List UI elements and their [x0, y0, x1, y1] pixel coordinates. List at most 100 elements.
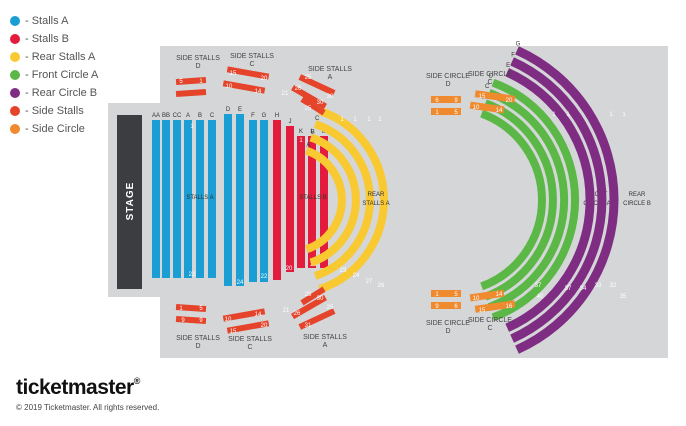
rear-stalls-a-row[interactable] — [305, 146, 346, 254]
side-stalls-block[interactable] — [300, 96, 326, 116]
side-circle-block[interactable] — [474, 90, 516, 103]
side-stalls-seat-number: 31 — [305, 323, 312, 329]
legend-item-rear-stalls-a[interactable]: - Rear Stalls A — [10, 48, 98, 66]
stalls-a-row[interactable] — [236, 114, 244, 286]
side-circle-block[interactable] — [469, 289, 505, 302]
stalls-b-row[interactable] — [286, 126, 294, 272]
legend-dot-icon — [10, 106, 20, 116]
stalls-a-row[interactable] — [152, 120, 160, 278]
side-stalls-block[interactable] — [175, 76, 207, 86]
front-circle-a-seat-number: 1 — [566, 112, 570, 118]
legend-item-stalls-b[interactable]: - Stalls B — [10, 30, 98, 48]
stalls-a-row-label: D — [226, 107, 231, 113]
front-circle-a-row-label: C — [485, 84, 490, 90]
rear-circle-b-seat-number: 35 — [620, 294, 627, 300]
stalls-b-row[interactable] — [297, 136, 305, 268]
rear-stalls-a-row-label: C — [315, 116, 320, 122]
side-circle-seat-number: 5 — [454, 110, 458, 116]
side-stalls-block[interactable] — [291, 294, 327, 320]
rear-stalls-a-row[interactable] — [318, 107, 388, 293]
side-circle-c-label: SIDE CIRCLE — [468, 71, 512, 78]
side-stalls-block[interactable] — [175, 88, 207, 98]
front-circle-a-row[interactable] — [491, 78, 579, 322]
side-circle-seat-number: 15 — [479, 94, 486, 100]
side-circle-block[interactable] — [431, 290, 461, 297]
rear-circle-b-row-label: F — [511, 52, 515, 58]
side-stalls-block[interactable] — [298, 308, 336, 330]
side-circle-block[interactable] — [431, 96, 461, 103]
front-circle-a-row[interactable] — [487, 89, 569, 311]
side-stalls-seat-number: 15 — [230, 71, 237, 77]
side-stalls-block[interactable] — [226, 66, 270, 80]
front-circle-a-row[interactable] — [480, 109, 546, 291]
side-stalls-block[interactable] — [291, 84, 327, 110]
rear-stalls-a-row-label: A — [306, 143, 310, 149]
legend-item-side-stalls[interactable]: - Side Stalls — [10, 102, 98, 120]
legend-item-side-circle[interactable]: - Side Circle — [10, 120, 98, 138]
stage[interactable] — [117, 115, 142, 289]
side-stalls-seat-number: 9 — [199, 318, 203, 324]
ticketmaster-logo: ticketmaster® — [16, 376, 140, 399]
side-stalls-block[interactable] — [222, 308, 266, 322]
side-stalls-block[interactable] — [222, 80, 266, 94]
front-circle-a-row[interactable] — [484, 99, 557, 301]
stalls-b-row[interactable] — [308, 136, 316, 268]
side-stalls-block[interactable] — [175, 315, 207, 325]
side-circle-block[interactable] — [474, 300, 516, 313]
stalls-a-row-label: A — [186, 113, 190, 119]
side-stalls-seat-number: 30 — [327, 94, 334, 100]
legend-dot-icon — [10, 16, 20, 26]
front-circle-a-label: CIRCLE A — [583, 201, 610, 207]
side-circle-d-label: D — [445, 81, 450, 88]
legend-label: - Stalls B — [25, 33, 70, 45]
legend-dot-icon — [10, 52, 20, 62]
stalls-b-label: STALLS B — [299, 195, 327, 201]
stalls-b-row[interactable] — [273, 120, 281, 280]
stalls-a-label: STALLS A — [186, 195, 213, 201]
stalls-b-seat-number: 1 — [299, 138, 303, 144]
side-stalls-seat-number: 10 — [226, 84, 233, 90]
stalls-a-row[interactable] — [260, 120, 268, 282]
rear-circle-b-seat-number: 32 — [610, 283, 617, 289]
side-circle-c-label: SIDE CIRCLE — [468, 317, 512, 324]
legend-item-rear-circle-b[interactable]: - Rear Circle B — [10, 84, 98, 102]
rear-circle-b-row[interactable] — [515, 46, 619, 354]
side-stalls-block[interactable] — [300, 286, 326, 306]
side-stalls-a-label: SIDE STALLS — [303, 334, 347, 341]
stalls-b-row-label: J — [289, 119, 292, 125]
side-circle-seat-number: 6 — [454, 304, 458, 310]
side-stalls-block[interactable] — [175, 303, 207, 313]
side-stalls-d-label: D — [195, 63, 200, 70]
rear-circle-b-row[interactable] — [510, 57, 607, 343]
rear-stalls-a-seat-number: 24 — [353, 273, 360, 279]
side-circle-block[interactable] — [431, 108, 461, 115]
legend-item-front-circle-a[interactable]: - Front Circle A — [10, 66, 98, 84]
legend-item-stalls-a[interactable]: - Stalls A — [10, 12, 98, 30]
rear-stalls-a-row[interactable] — [313, 120, 374, 280]
stalls-a-row[interactable] — [173, 120, 181, 278]
stalls-a-row[interactable] — [249, 120, 257, 282]
front-circle-a-seat-number: 40 — [537, 294, 544, 300]
legend-dot-icon — [10, 34, 20, 44]
rear-circle-b-row[interactable] — [505, 68, 595, 332]
stalls-a-row[interactable] — [208, 120, 216, 278]
stalls-a-row[interactable] — [196, 120, 204, 278]
side-circle-block[interactable] — [469, 101, 505, 114]
stalls-a-row[interactable] — [162, 120, 170, 278]
stalls-a-row[interactable] — [184, 120, 192, 278]
side-circle-seat-number: 6 — [435, 98, 439, 104]
stalls-a-row[interactable] — [224, 114, 232, 286]
side-stalls-seat-number: 25 — [305, 292, 312, 298]
side-stalls-seat-number: 15 — [230, 329, 237, 335]
rear-stalls-a-row[interactable] — [309, 133, 360, 267]
side-circle-block[interactable] — [431, 302, 461, 309]
side-stalls-a-label: A — [328, 74, 333, 81]
rear-stalls-a-seat-number: 1 — [353, 117, 357, 123]
stalls-a-row-label: C — [210, 113, 215, 119]
rear-circle-b-seat-number: 1 — [622, 112, 626, 118]
side-circle-seat-number: 10 — [473, 105, 480, 111]
side-stalls-block[interactable] — [298, 74, 336, 96]
stalls-b-row[interactable] — [320, 136, 328, 268]
side-stalls-block[interactable] — [226, 320, 270, 334]
